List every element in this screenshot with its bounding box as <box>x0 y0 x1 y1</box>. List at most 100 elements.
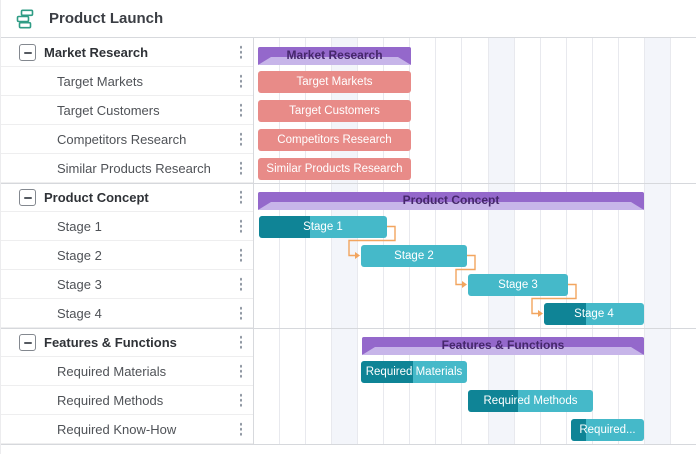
task-row-market-research[interactable]: Market Research <box>1 38 253 67</box>
task-label: Target Customers <box>57 102 160 118</box>
minus-glyph <box>23 341 32 344</box>
kebab-menu-icon[interactable] <box>236 73 247 90</box>
task-bar-label: Required... <box>579 424 636 436</box>
task-label: Stage 1 <box>57 218 102 234</box>
kebab-menu-icon[interactable] <box>236 334 247 351</box>
task-progress-fill <box>259 216 310 238</box>
summary-bar-label: Features & Functions <box>441 337 565 352</box>
grid-column <box>488 38 515 444</box>
task-bar-target-customers[interactable]: Target Customers <box>258 100 411 122</box>
dependency-line <box>455 254 476 286</box>
grid-column <box>410 38 437 444</box>
task-bar-stage-4[interactable]: Stage 4 <box>544 303 644 325</box>
project-icon <box>16 9 34 29</box>
minus-glyph <box>23 196 32 199</box>
collapse-minus-icon[interactable] <box>19 189 36 206</box>
grid-column <box>515 38 541 444</box>
collapse-minus-icon[interactable] <box>19 334 36 351</box>
dependency-arrow-icon <box>538 310 543 317</box>
task-bar-label: Competitors Research <box>277 134 392 146</box>
task-row-product-concept[interactable]: Product Concept <box>1 183 253 212</box>
task-bar-similar-products-research[interactable]: Similar Products Research <box>258 158 411 180</box>
kebab-menu-icon[interactable] <box>236 102 247 119</box>
kebab-menu-icon[interactable] <box>236 421 247 438</box>
summary-bar-product-concept[interactable]: Product Concept <box>258 192 644 210</box>
task-bar-stage-1[interactable]: Stage 1 <box>259 216 387 238</box>
group-separator-line <box>1 328 696 329</box>
task-label: Required Know-How <box>57 421 177 437</box>
chart-bottom-line <box>1 444 696 445</box>
task-bar-required[interactable]: Required... <box>571 419 644 441</box>
task-label: Product Concept <box>44 189 149 205</box>
task-row-features-functions[interactable]: Features & Functions <box>1 328 253 357</box>
task-row-stage-1[interactable]: Stage 1 <box>1 212 253 241</box>
task-label: Stage 2 <box>57 247 102 263</box>
group-separator-line <box>1 183 696 184</box>
task-bar-label: Target Markets <box>296 76 373 88</box>
task-row-required-methods[interactable]: Required Methods <box>1 386 253 415</box>
app-header: Product Launch <box>1 0 696 38</box>
grid-column <box>436 38 463 444</box>
grid-column <box>462 38 489 444</box>
task-bar-label: Target Customers <box>289 105 380 117</box>
task-row-stage-3[interactable]: Stage 3 <box>1 270 253 299</box>
grid-column <box>541 38 567 444</box>
dependency-arrow-icon <box>462 281 467 288</box>
task-bar-required-methods[interactable]: Required Methods <box>468 390 593 412</box>
task-row-required-know-how[interactable]: Required Know-How <box>1 415 253 444</box>
task-bar-required-materials[interactable]: Required Materials <box>361 361 467 383</box>
kebab-menu-icon[interactable] <box>236 276 247 293</box>
task-label: Target Markets <box>57 73 143 89</box>
kebab-menu-icon[interactable] <box>236 247 247 264</box>
kebab-menu-icon[interactable] <box>236 305 247 322</box>
grid-column <box>567 38 593 444</box>
task-progress-fill <box>468 390 518 412</box>
task-progress-fill <box>361 361 413 383</box>
grid-column <box>306 38 333 444</box>
task-label: Features & Functions <box>44 334 177 350</box>
summary-bar-top <box>258 192 644 202</box>
kebab-menu-icon[interactable] <box>236 44 247 61</box>
kebab-menu-icon[interactable] <box>236 218 247 235</box>
task-label: Required Materials <box>57 363 167 379</box>
task-row-stage-4[interactable]: Stage 4 <box>1 299 253 328</box>
summary-bar-label: Market Research <box>286 47 383 62</box>
summary-tip-left <box>258 202 271 210</box>
summary-tip-left <box>362 347 375 355</box>
summary-tip-right <box>631 202 644 210</box>
grid-column <box>593 38 619 444</box>
task-row-similar-products-research[interactable]: Similar Products Research <box>1 154 253 183</box>
task-row-target-markets[interactable]: Target Markets <box>1 67 253 96</box>
dependency-arrow-icon <box>355 252 360 259</box>
task-label: Market Research <box>44 44 149 60</box>
task-progress-fill <box>571 419 586 441</box>
summary-bar-features-functions[interactable]: Features & Functions <box>362 337 644 355</box>
task-row-target-customers[interactable]: Target Customers <box>1 96 253 125</box>
task-bar-label: Stage 3 <box>498 279 538 291</box>
kebab-menu-icon[interactable] <box>236 189 247 206</box>
summary-tip-right <box>398 57 411 65</box>
collapse-minus-icon[interactable] <box>19 44 36 61</box>
task-bar-stage-3[interactable]: Stage 3 <box>468 274 568 296</box>
summary-bar-market-research[interactable]: Market Research <box>258 47 411 65</box>
kebab-menu-icon[interactable] <box>236 160 247 177</box>
kebab-menu-icon[interactable] <box>236 392 247 409</box>
task-row-competitors-research[interactable]: Competitors Research <box>1 125 253 154</box>
task-bar-label: Stage 1 <box>303 221 343 233</box>
task-row-required-materials[interactable]: Required Materials <box>1 357 253 386</box>
task-bar-stage-2[interactable]: Stage 2 <box>361 245 467 267</box>
summary-tip-right <box>631 347 644 355</box>
task-progress-fill <box>544 303 586 325</box>
task-bar-competitors-research[interactable]: Competitors Research <box>258 129 411 151</box>
task-label: Stage 4 <box>57 305 102 321</box>
kebab-menu-icon[interactable] <box>236 363 247 380</box>
task-bar-target-markets[interactable]: Target Markets <box>258 71 411 93</box>
kebab-menu-icon[interactable] <box>236 131 247 148</box>
task-row-stage-2[interactable]: Stage 2 <box>1 241 253 270</box>
dependency-line <box>531 283 577 315</box>
grid-column <box>619 38 645 444</box>
task-label: Required Methods <box>57 392 164 408</box>
task-label: Competitors Research <box>57 131 187 147</box>
task-bar-label: Stage 2 <box>394 250 434 262</box>
